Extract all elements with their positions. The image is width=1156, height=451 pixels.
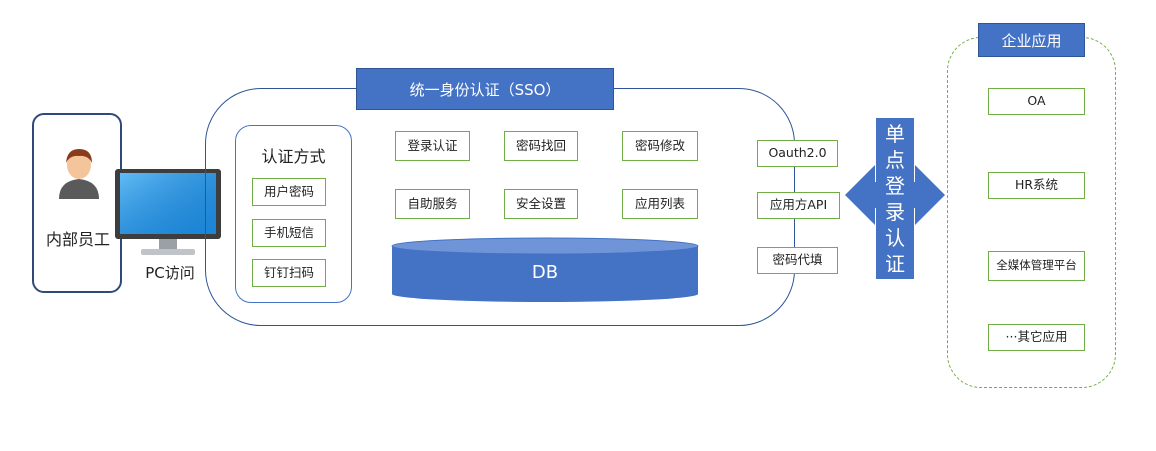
employee-box — [32, 113, 122, 293]
sso-char-2: 登 — [885, 173, 905, 198]
sso-char-0: 单 — [885, 121, 905, 146]
integration-app-api: 应用方API — [757, 192, 840, 219]
sso-title-banner: 统一身份认证（SSO） — [356, 68, 614, 110]
auth-methods-title: 认证方式 — [261, 147, 326, 166]
pc-monitor-icon — [115, 169, 221, 255]
enterprise-title-banner: 企业应用 — [978, 23, 1085, 57]
db-cylinder — [391, 237, 699, 302]
feature-self-service: 自助服务 — [395, 189, 470, 219]
sso-char-5: 证 — [885, 251, 905, 276]
person-icon — [59, 149, 99, 199]
auth-methods-box — [235, 125, 352, 303]
auth-method-sms: 手机短信 — [252, 219, 326, 247]
feature-login-auth: 登录认证 — [395, 131, 470, 161]
sso-title: 统一身份认证（SSO） — [409, 80, 561, 99]
app-oa: OA — [988, 88, 1085, 115]
integration-oauth: Oauth2.0 — [757, 140, 838, 167]
integration-password-fill: 密码代填 — [757, 247, 838, 274]
db-label: DB — [531, 262, 559, 283]
sso-vertical-banner: 单 点 登 录 认 证 — [876, 118, 914, 279]
feature-password-recovery: 密码找回 — [504, 131, 578, 161]
employee-label: 内部员工 — [45, 230, 110, 249]
app-hr-system: HR系统 — [988, 172, 1085, 199]
feature-password-change: 密码修改 — [622, 131, 698, 161]
feature-security-settings: 安全设置 — [504, 189, 578, 219]
sso-char-1: 点 — [885, 147, 905, 172]
sso-char-3: 录 — [885, 199, 905, 224]
pc-access-label: PC访问 — [145, 264, 195, 282]
app-media-platform: 全媒体管理平台 — [988, 251, 1085, 281]
auth-method-dingtalk: 钉钉扫码 — [252, 259, 326, 287]
feature-app-list: 应用列表 — [622, 189, 698, 219]
enterprise-title: 企业应用 — [1001, 31, 1062, 50]
app-other: ···其它应用 — [988, 324, 1085, 351]
sso-char-4: 认 — [885, 225, 905, 250]
auth-method-password: 用户密码 — [252, 178, 326, 206]
